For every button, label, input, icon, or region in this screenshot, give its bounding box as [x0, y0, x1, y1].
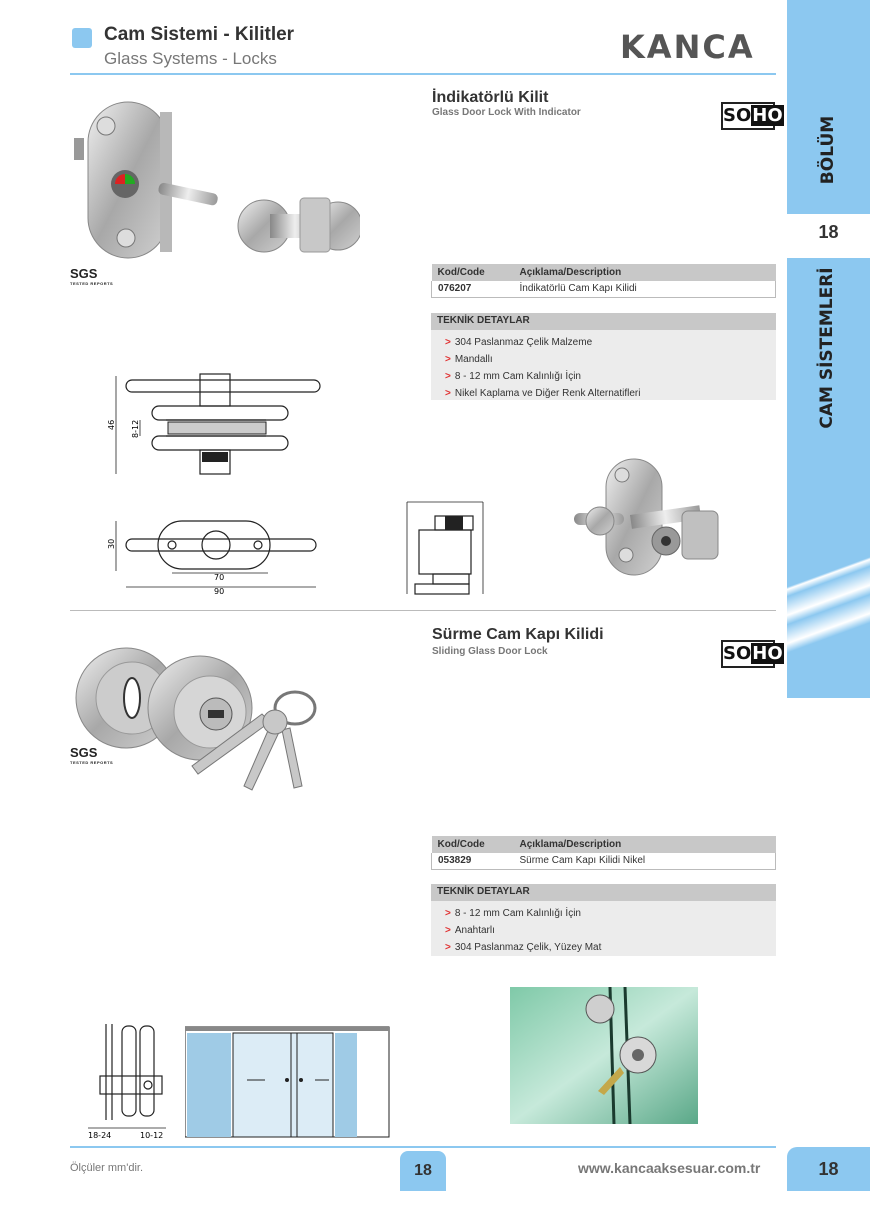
col-desc-header: Açıklama/Description: [513, 836, 776, 853]
product2-subtitle: Sliding Glass Door Lock: [432, 646, 548, 657]
list-item: >304 Paslanmaz Çelik, Yüzey Mat: [445, 942, 602, 953]
list-item: >Anahtarlı: [445, 925, 495, 936]
product1-photo-angle: [574, 458, 719, 576]
product2-desc: Sürme Cam Kapı Kilidi Nikel: [513, 853, 776, 870]
product1-photo: [74, 101, 360, 259]
page-subtitle: Glass Systems - Locks: [104, 49, 277, 68]
product1-drawing-cylinder: [406, 501, 484, 595]
col-code-header: Kod/Code: [431, 836, 514, 853]
footer-rule: [70, 1146, 776, 1148]
product1-drawing-side: 46 8-12: [107, 373, 321, 475]
dim-70: 70: [214, 573, 224, 582]
product1-teknik-list: >304 Paslanmaz Çelik Malzeme >Mandallı >…: [431, 330, 776, 400]
product1-soho-badge: SOHO: [721, 102, 784, 130]
product1-subtitle: Glass Door Lock With Indicator: [432, 107, 581, 118]
col-desc-header: Açıklama/Description: [513, 264, 776, 281]
product2-photo: [75, 647, 317, 791]
product1-drawing-top: 30 70 90: [107, 520, 317, 596]
list-item: >8 - 12 mm Cam Kalınlığı İçin: [445, 908, 581, 919]
product2-teknik-list: >8 - 12 mm Cam Kalınlığı İçin >Anahtarlı…: [431, 901, 776, 956]
product2-title: Sürme Cam Kapı Kilidi: [432, 626, 604, 643]
col-code-header: Kod/Code: [431, 264, 514, 281]
arrow-icon: >: [445, 354, 451, 365]
dim-8-12: 8-12: [131, 420, 140, 438]
footer-url[interactable]: www.kancaaksesuar.com.tr: [578, 1160, 761, 1176]
product2-drawing-doors: [185, 1026, 390, 1138]
product2-teknik-header: TEKNİK DETAYLAR: [431, 884, 776, 901]
dim-18-24: 18-24: [88, 1131, 111, 1140]
product1-code: 076207: [431, 281, 514, 298]
arrow-icon: >: [445, 908, 451, 919]
list-item: >8 - 12 mm Cam Kalınlığı İçin: [445, 371, 581, 382]
footer-page-number: 18: [787, 1147, 870, 1191]
product2-soho-badge: SOHO: [721, 640, 784, 668]
section-divider: [70, 610, 776, 611]
brand-logo: KANCA: [620, 28, 755, 66]
product2-code: 053829: [431, 853, 514, 870]
header-square-icon: [72, 28, 92, 48]
side-tab-top: BÖLÜM: [787, 0, 870, 214]
footer-page-center: 18: [400, 1151, 446, 1191]
dim-90: 90: [214, 587, 224, 596]
side-section-number: 18: [787, 214, 870, 250]
product1-teknik-header: TEKNİK DETAYLAR: [431, 313, 776, 330]
list-item: >Mandallı: [445, 354, 493, 365]
dim-10-12: 10-12: [140, 1131, 163, 1140]
dim-46: 46: [107, 420, 116, 430]
arrow-icon: >: [445, 925, 451, 936]
list-item: >Nikel Kaplama ve Diğer Renk Alternatifl…: [445, 388, 641, 399]
arrow-icon: >: [445, 337, 451, 348]
footer-note: Ölçüler mm'dir.: [70, 1162, 143, 1174]
page-title: Cam Sistemi - Kilitler: [104, 24, 295, 45]
arrow-icon: >: [445, 371, 451, 382]
dim-30: 30: [107, 539, 116, 549]
product1-desc: İndikatörlü Cam Kapı Kilidi: [513, 281, 776, 298]
side-bolum: BÖLÜM: [818, 115, 838, 185]
arrow-icon: >: [445, 388, 451, 399]
product2-drawing-side: 18-24 10-12: [88, 1024, 166, 1140]
side-cam: CAM SİSTEMLERİ: [817, 267, 837, 429]
product2-photo-installed: [510, 987, 698, 1124]
list-item: >304 Paslanmaz Çelik Malzeme: [445, 337, 593, 348]
side-tab-main: CAM SİSTEMLERİ: [787, 258, 870, 698]
product1-title: İndikatörlü Kilit: [432, 89, 549, 106]
arrow-icon: >: [445, 942, 451, 953]
header-rule: [70, 73, 776, 75]
